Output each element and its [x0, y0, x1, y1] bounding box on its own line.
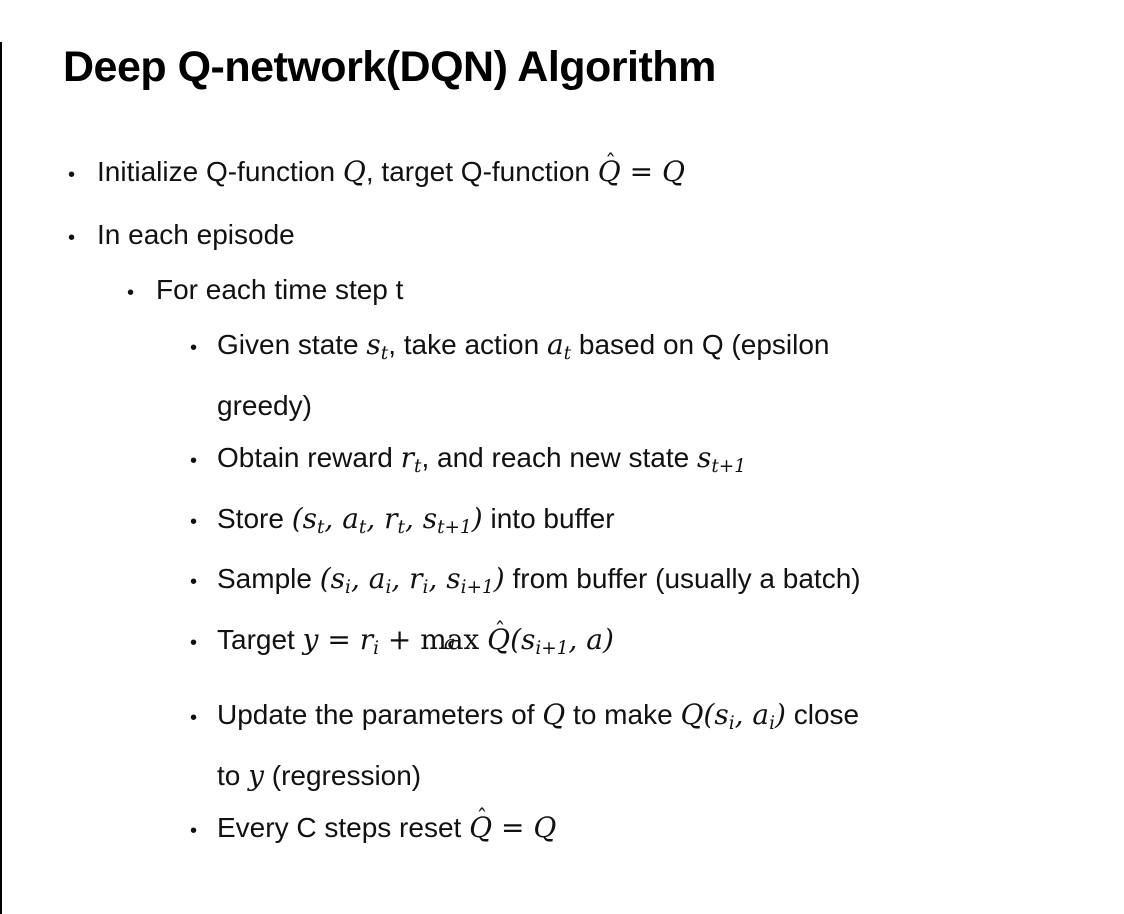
bullet-item: • Sample (si, ai, ri, si+1) from buffer (… [63, 553, 1098, 614]
bullet-text: Initialize Q-function Q, target Q-functi… [97, 146, 1098, 198]
bullet-marker-icon: • [190, 510, 198, 533]
bullet-text: Sample (si, ai, ri, si+1) from buffer (u… [217, 562, 861, 599]
bullet-marker-icon: • [127, 282, 135, 304]
bullet-text: Obtain reward rt, and reach new state st… [217, 440, 746, 477]
slide-left-border [0, 42, 2, 914]
bullet-text: For each time step t [156, 274, 404, 305]
bullet-marker-icon: • [190, 571, 198, 594]
bullet-marker-icon: • [190, 449, 198, 472]
bullet-item: • Obtain reward rt, and reach new state s… [63, 432, 1098, 493]
bullet-item: • In each episode [63, 209, 1098, 264]
slide: Deep Q-network(DQN) Algorithm • Initializ… [0, 42, 1124, 914]
bullet-item: • Given state st, take action at based on… [63, 319, 1098, 432]
bullet-text: Update the parameters of Q to make Q(si,… [217, 697, 860, 792]
bullet-marker-icon: • [68, 227, 76, 249]
bullet-text: Store (st, at, rt, st+1) into buffer [217, 501, 615, 538]
bullet-marker-icon: • [190, 632, 198, 655]
bullet-text: Given state st, take action at based on … [217, 328, 830, 421]
bullet-marker-icon: • [190, 706, 198, 729]
bullet-list: • Initialize Q-function Q, target Q-funct… [63, 146, 1098, 857]
bullet-item: • For each time step t [63, 264, 1098, 319]
bullet-marker-icon: • [68, 164, 76, 186]
bullet-item: • Update the parameters of Q to make Q(si… [63, 689, 1098, 802]
bullet-text: In each episode [97, 219, 295, 250]
bullet-marker-icon: • [190, 337, 198, 359]
bullet-item: • Store (st, at, rt, st+1) into buffer [63, 493, 1098, 554]
slide-title: Deep Q-network(DQN) Algorithm [63, 43, 716, 91]
bullet-item: • Initialize Q-function Q, target Q-funct… [63, 146, 1098, 201]
bullet-marker-icon: • [190, 819, 198, 842]
